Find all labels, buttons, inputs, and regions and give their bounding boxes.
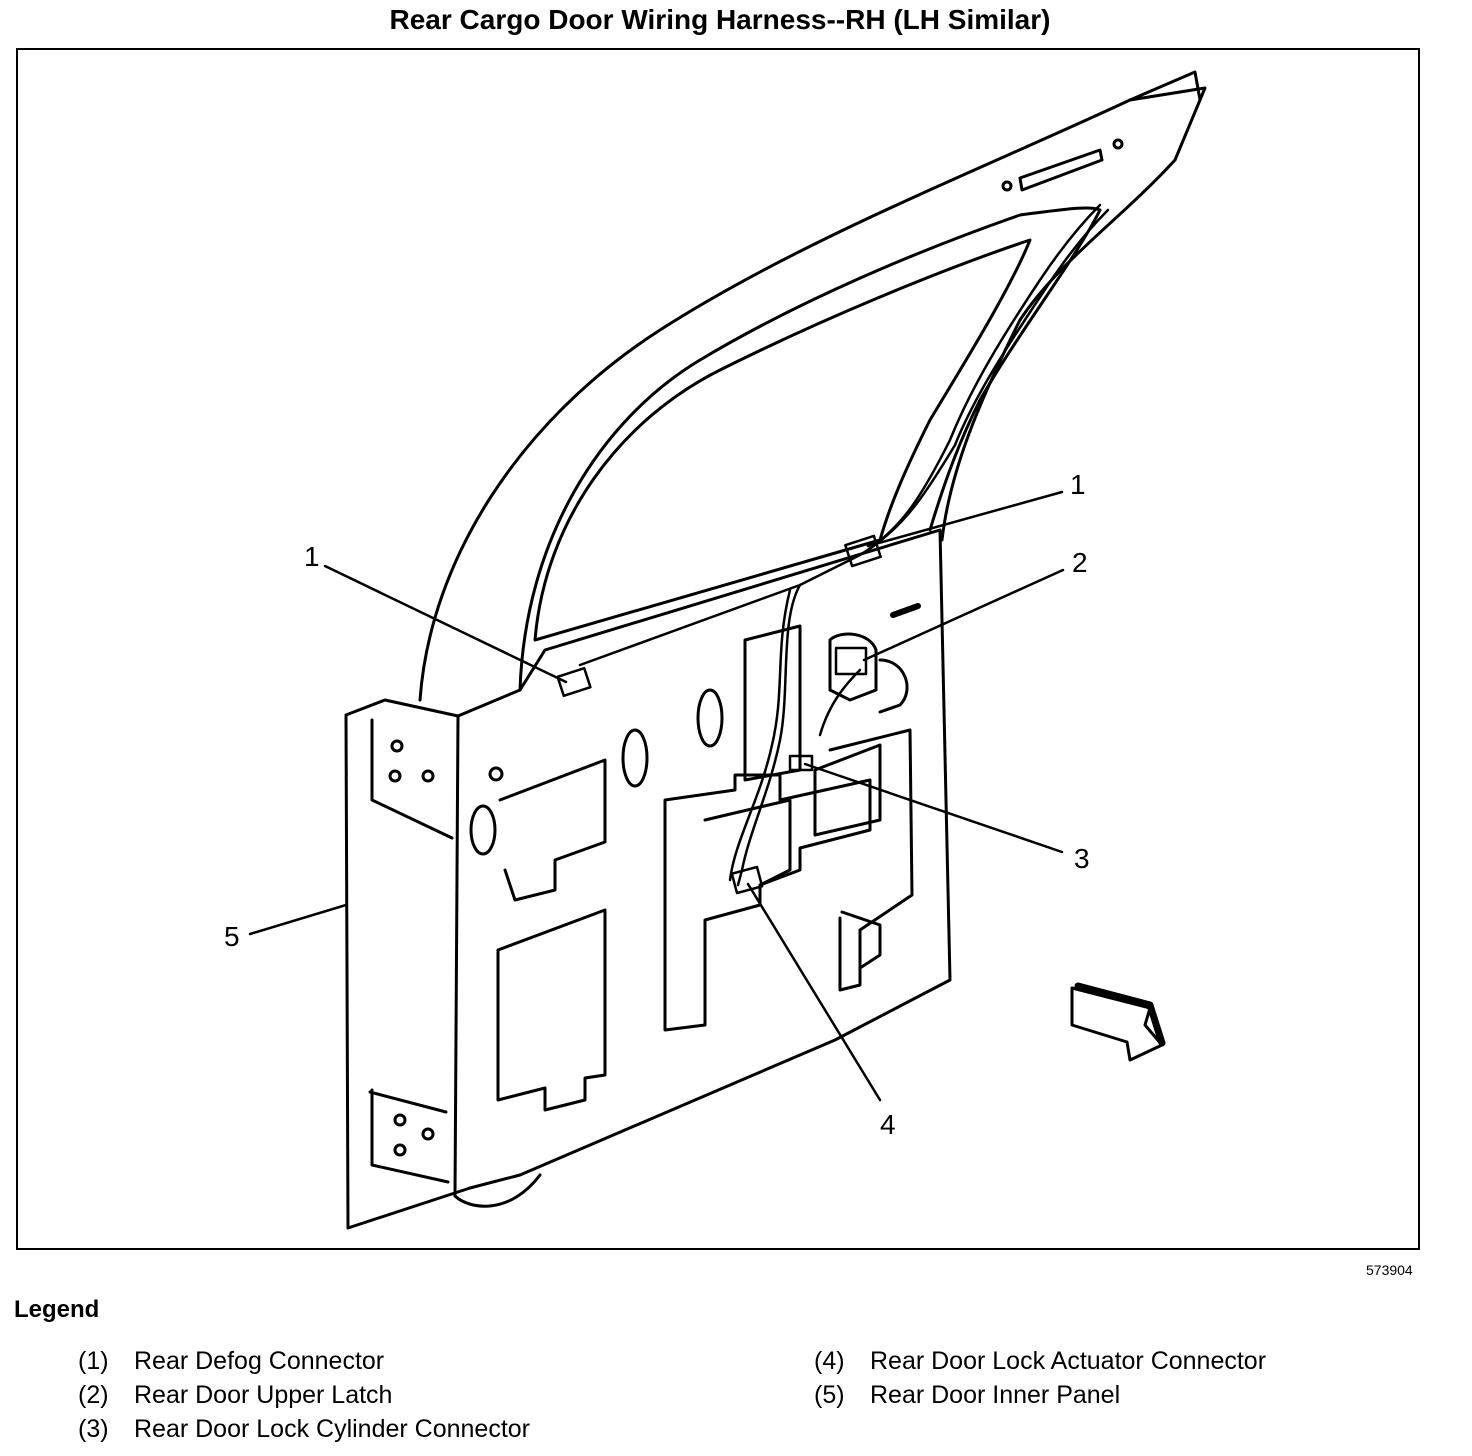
legend-item-number: (4) [814,1347,845,1375]
legend-item: (1) Rear Defog Connector [78,1344,530,1378]
view-direction-arrow [1070,982,1166,1062]
wiring-harness [578,203,1110,887]
callout-1-left: 1 [304,541,320,572]
legend-item-label: Rear Door Lock Actuator Connector [870,1347,1267,1375]
rear-defog-connector-right [844,534,882,568]
legend-item-label: Rear Door Lock Cylinder Connector [134,1415,531,1443]
leader-lines [248,490,1065,1102]
callout-1-right: 1 [1070,469,1086,500]
callout-3: 3 [1074,843,1090,874]
legend-item: (4) Rear Door Lock Actuator Connector [814,1344,1266,1378]
diagram-title: Rear Cargo Door Wiring Harness--RH (LH S… [389,4,1051,35]
callout-5: 5 [224,921,240,952]
legend-item-label: Rear Defog Connector [134,1347,385,1375]
legend-item-number: (3) [78,1415,109,1443]
legend-item: (3) Rear Door Lock Cylinder Connector [78,1412,530,1446]
legend-item: (2) Rear Door Upper Latch [78,1378,530,1412]
connector-shapes [556,534,882,895]
lock-cylinder-connector [788,754,814,772]
callout-labels: 1 1 2 3 4 5 [224,469,1090,1140]
legend-column-left: (1) Rear Defog Connector (2) Rear Door Upp… [78,1344,530,1446]
legend-item-label: Rear Door Inner Panel [870,1381,1121,1409]
legend-heading: Legend [14,1296,100,1323]
rear-defog-connector-left [556,666,592,698]
legend-item-number: (5) [814,1381,845,1409]
legend-item-label: Rear Door Upper Latch [134,1381,393,1409]
lock-actuator-connector [730,865,764,895]
rear-door-upper-latch [834,646,868,676]
callout-4: 4 [880,1109,896,1140]
callout-2: 2 [1072,547,1088,578]
legend-item: (5) Rear Door Inner Panel [814,1378,1266,1412]
legend-item-number: (1) [78,1347,109,1375]
legend-item-number: (2) [78,1381,109,1409]
legend-column-right: (4) Rear Door Lock Actuator Connector (5)… [814,1344,1266,1412]
figure-number: 573904 [1366,1262,1413,1278]
illustration-frame [16,48,1420,1250]
